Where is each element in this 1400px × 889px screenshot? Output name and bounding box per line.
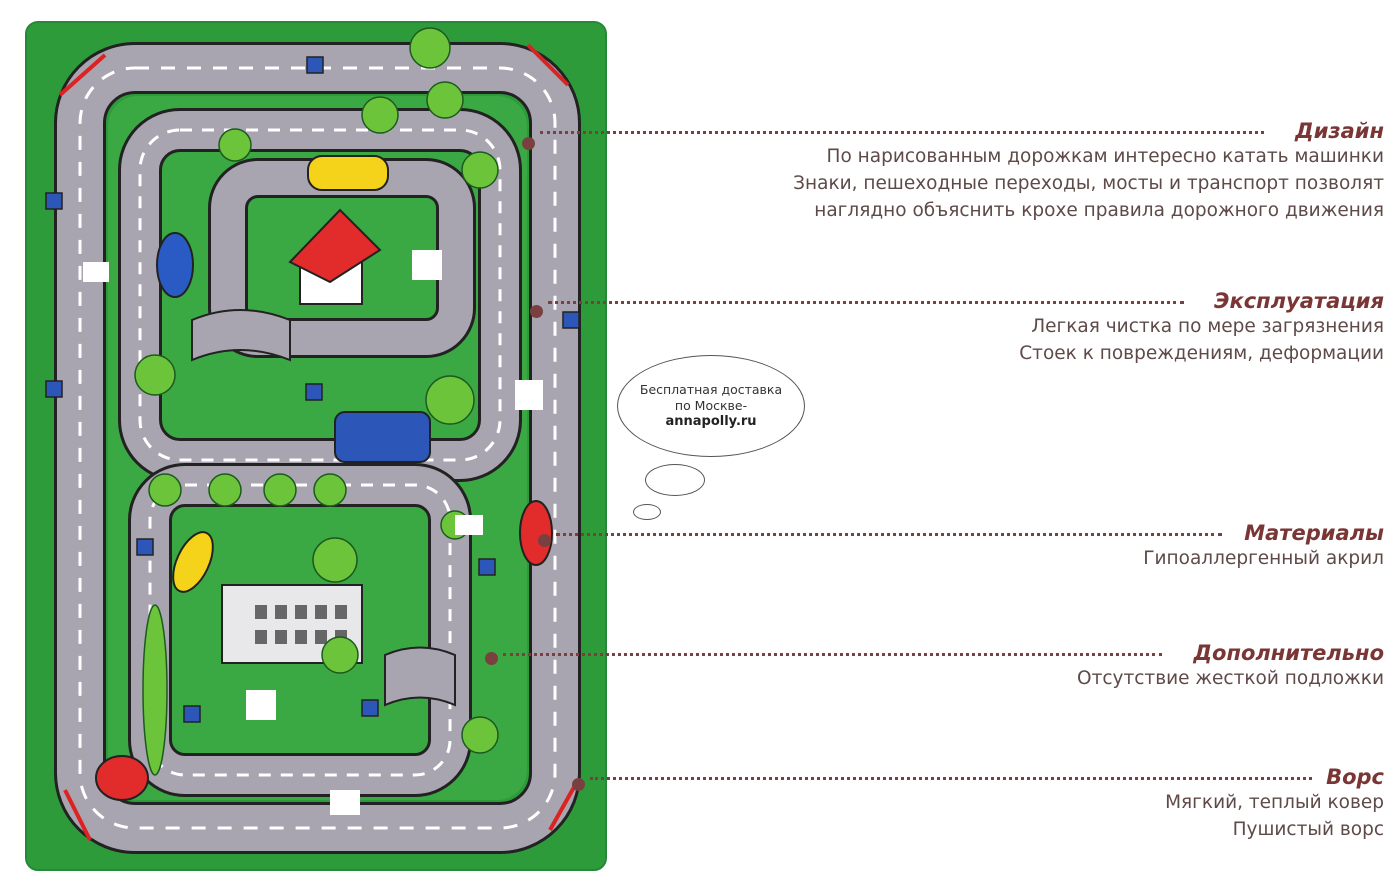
feature-exploitation: Эксплуатация Легкая чистка по мере загря… xyxy=(548,289,1384,367)
leader-dots xyxy=(540,131,1264,134)
feature-line: Знаки, пешеходные переходы, мосты и тран… xyxy=(793,173,1384,194)
materials-marker xyxy=(538,534,551,547)
delivery-bubble: Бесплатная доставка по Москве- annapolly… xyxy=(617,355,805,457)
leader-dots xyxy=(503,653,1162,656)
feature-line: наглядно объяснить крохе правила дорожно… xyxy=(814,200,1384,221)
additional-marker xyxy=(485,652,498,665)
pile-marker xyxy=(572,778,585,791)
exploitation-marker xyxy=(530,305,543,318)
feature-line: Легкая чистка по мере загрязнения xyxy=(1031,316,1384,337)
feature-title: Эксплуатация xyxy=(1214,289,1384,313)
feature-line: Гипоаллергенный акрил xyxy=(1143,548,1384,569)
feature-line: По нарисованным дорожкам интересно катат… xyxy=(826,146,1384,167)
delivery-text: Бесплатная доставка xyxy=(639,382,783,397)
feature-title: Дизайн xyxy=(1294,119,1384,143)
feature-line: Стоек к повреждениям, деформации xyxy=(1019,343,1384,364)
bubble-puff xyxy=(633,504,661,520)
feature-line: Отсутствие жесткой подложки xyxy=(1077,668,1384,689)
feature-pile: Ворс Мягкий, теплый ковер Пушистый ворс xyxy=(590,765,1384,843)
leader-dots xyxy=(556,533,1222,536)
feature-title: Дополнительно xyxy=(1193,641,1384,665)
site-link[interactable]: annapolly.ru xyxy=(665,414,757,429)
feature-line: Пушистый ворс xyxy=(1232,819,1384,840)
feature-design: Дизайн По нарисованным дорожкам интересн… xyxy=(540,119,1384,224)
road-rug-image xyxy=(25,21,607,871)
bubble-puff xyxy=(645,464,705,496)
delivery-text: по Москве- xyxy=(674,398,748,413)
design-marker xyxy=(522,137,535,150)
feature-materials: Материалы Гипоаллергенный акрил xyxy=(556,521,1384,572)
feature-title: Материалы xyxy=(1244,521,1384,545)
leader-dots xyxy=(590,777,1312,780)
feature-additional: Дополнительно Отсутствие жесткой подложк… xyxy=(503,641,1384,692)
feature-line: Мягкий, теплый ковер xyxy=(1165,792,1384,813)
feature-title: Ворс xyxy=(1326,765,1384,789)
leader-dots xyxy=(548,301,1184,304)
